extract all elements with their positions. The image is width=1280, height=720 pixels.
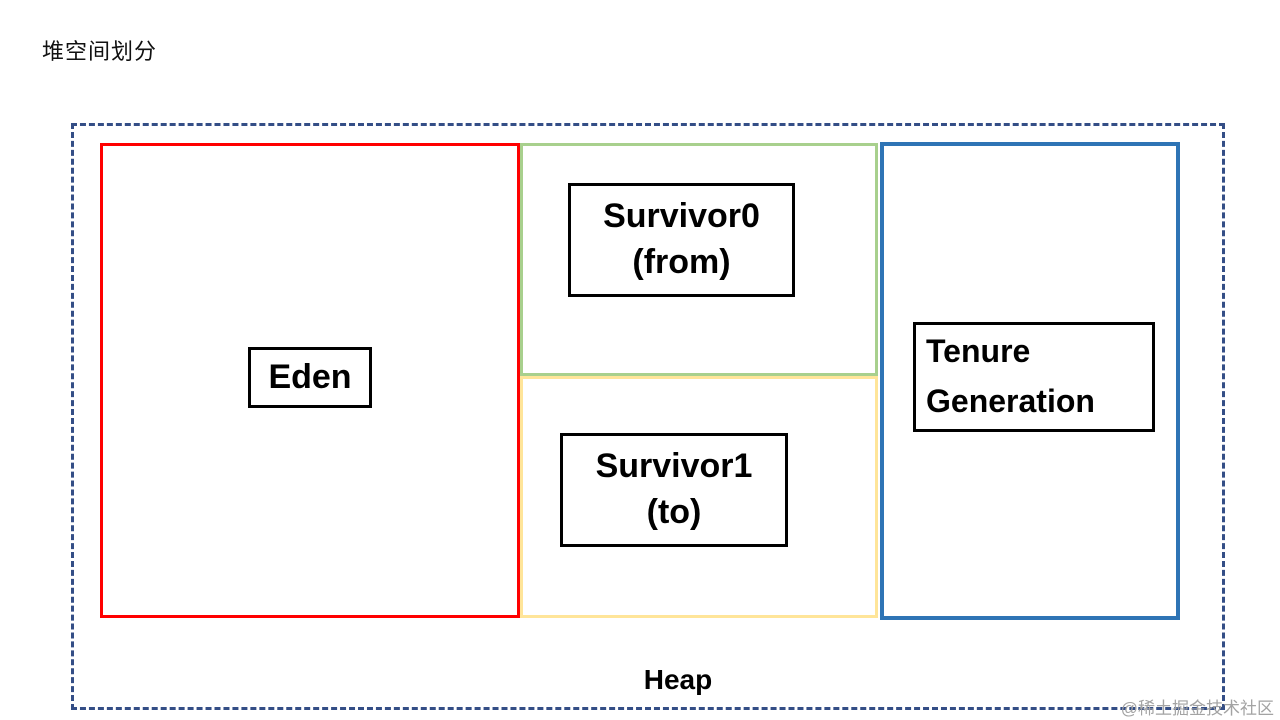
eden-region — [100, 143, 520, 618]
survivor1-label-line1: Survivor1 — [595, 447, 753, 486]
eden-label-box: Eden — [248, 347, 372, 408]
watermark-text: @稀土掘金技术社区 — [1120, 699, 1274, 718]
survivor1-label-line2: (to) — [646, 493, 702, 531]
tenure-label-line2: Generation — [926, 383, 1095, 419]
survivor0-region — [520, 143, 878, 376]
survivor1-region — [520, 376, 878, 618]
page-title: 堆空间划分 — [42, 39, 158, 64]
survivor1-label-box: Survivor1 (to) — [560, 433, 788, 547]
heap-boundary-dashed-rect — [71, 123, 1225, 710]
survivor0-label-box: Survivor0 (from) — [568, 183, 795, 297]
survivor0-label-line2: (from) — [632, 243, 731, 281]
survivor0-label-line1: Survivor0 — [603, 197, 760, 236]
tenure-region — [880, 142, 1180, 620]
tenure-generation-label-box: Tenure Generation — [913, 322, 1155, 432]
eden-label: Eden — [268, 357, 352, 396]
tenure-label-line1: Tenure — [926, 333, 1031, 370]
heap-label: Heap — [643, 664, 713, 695]
